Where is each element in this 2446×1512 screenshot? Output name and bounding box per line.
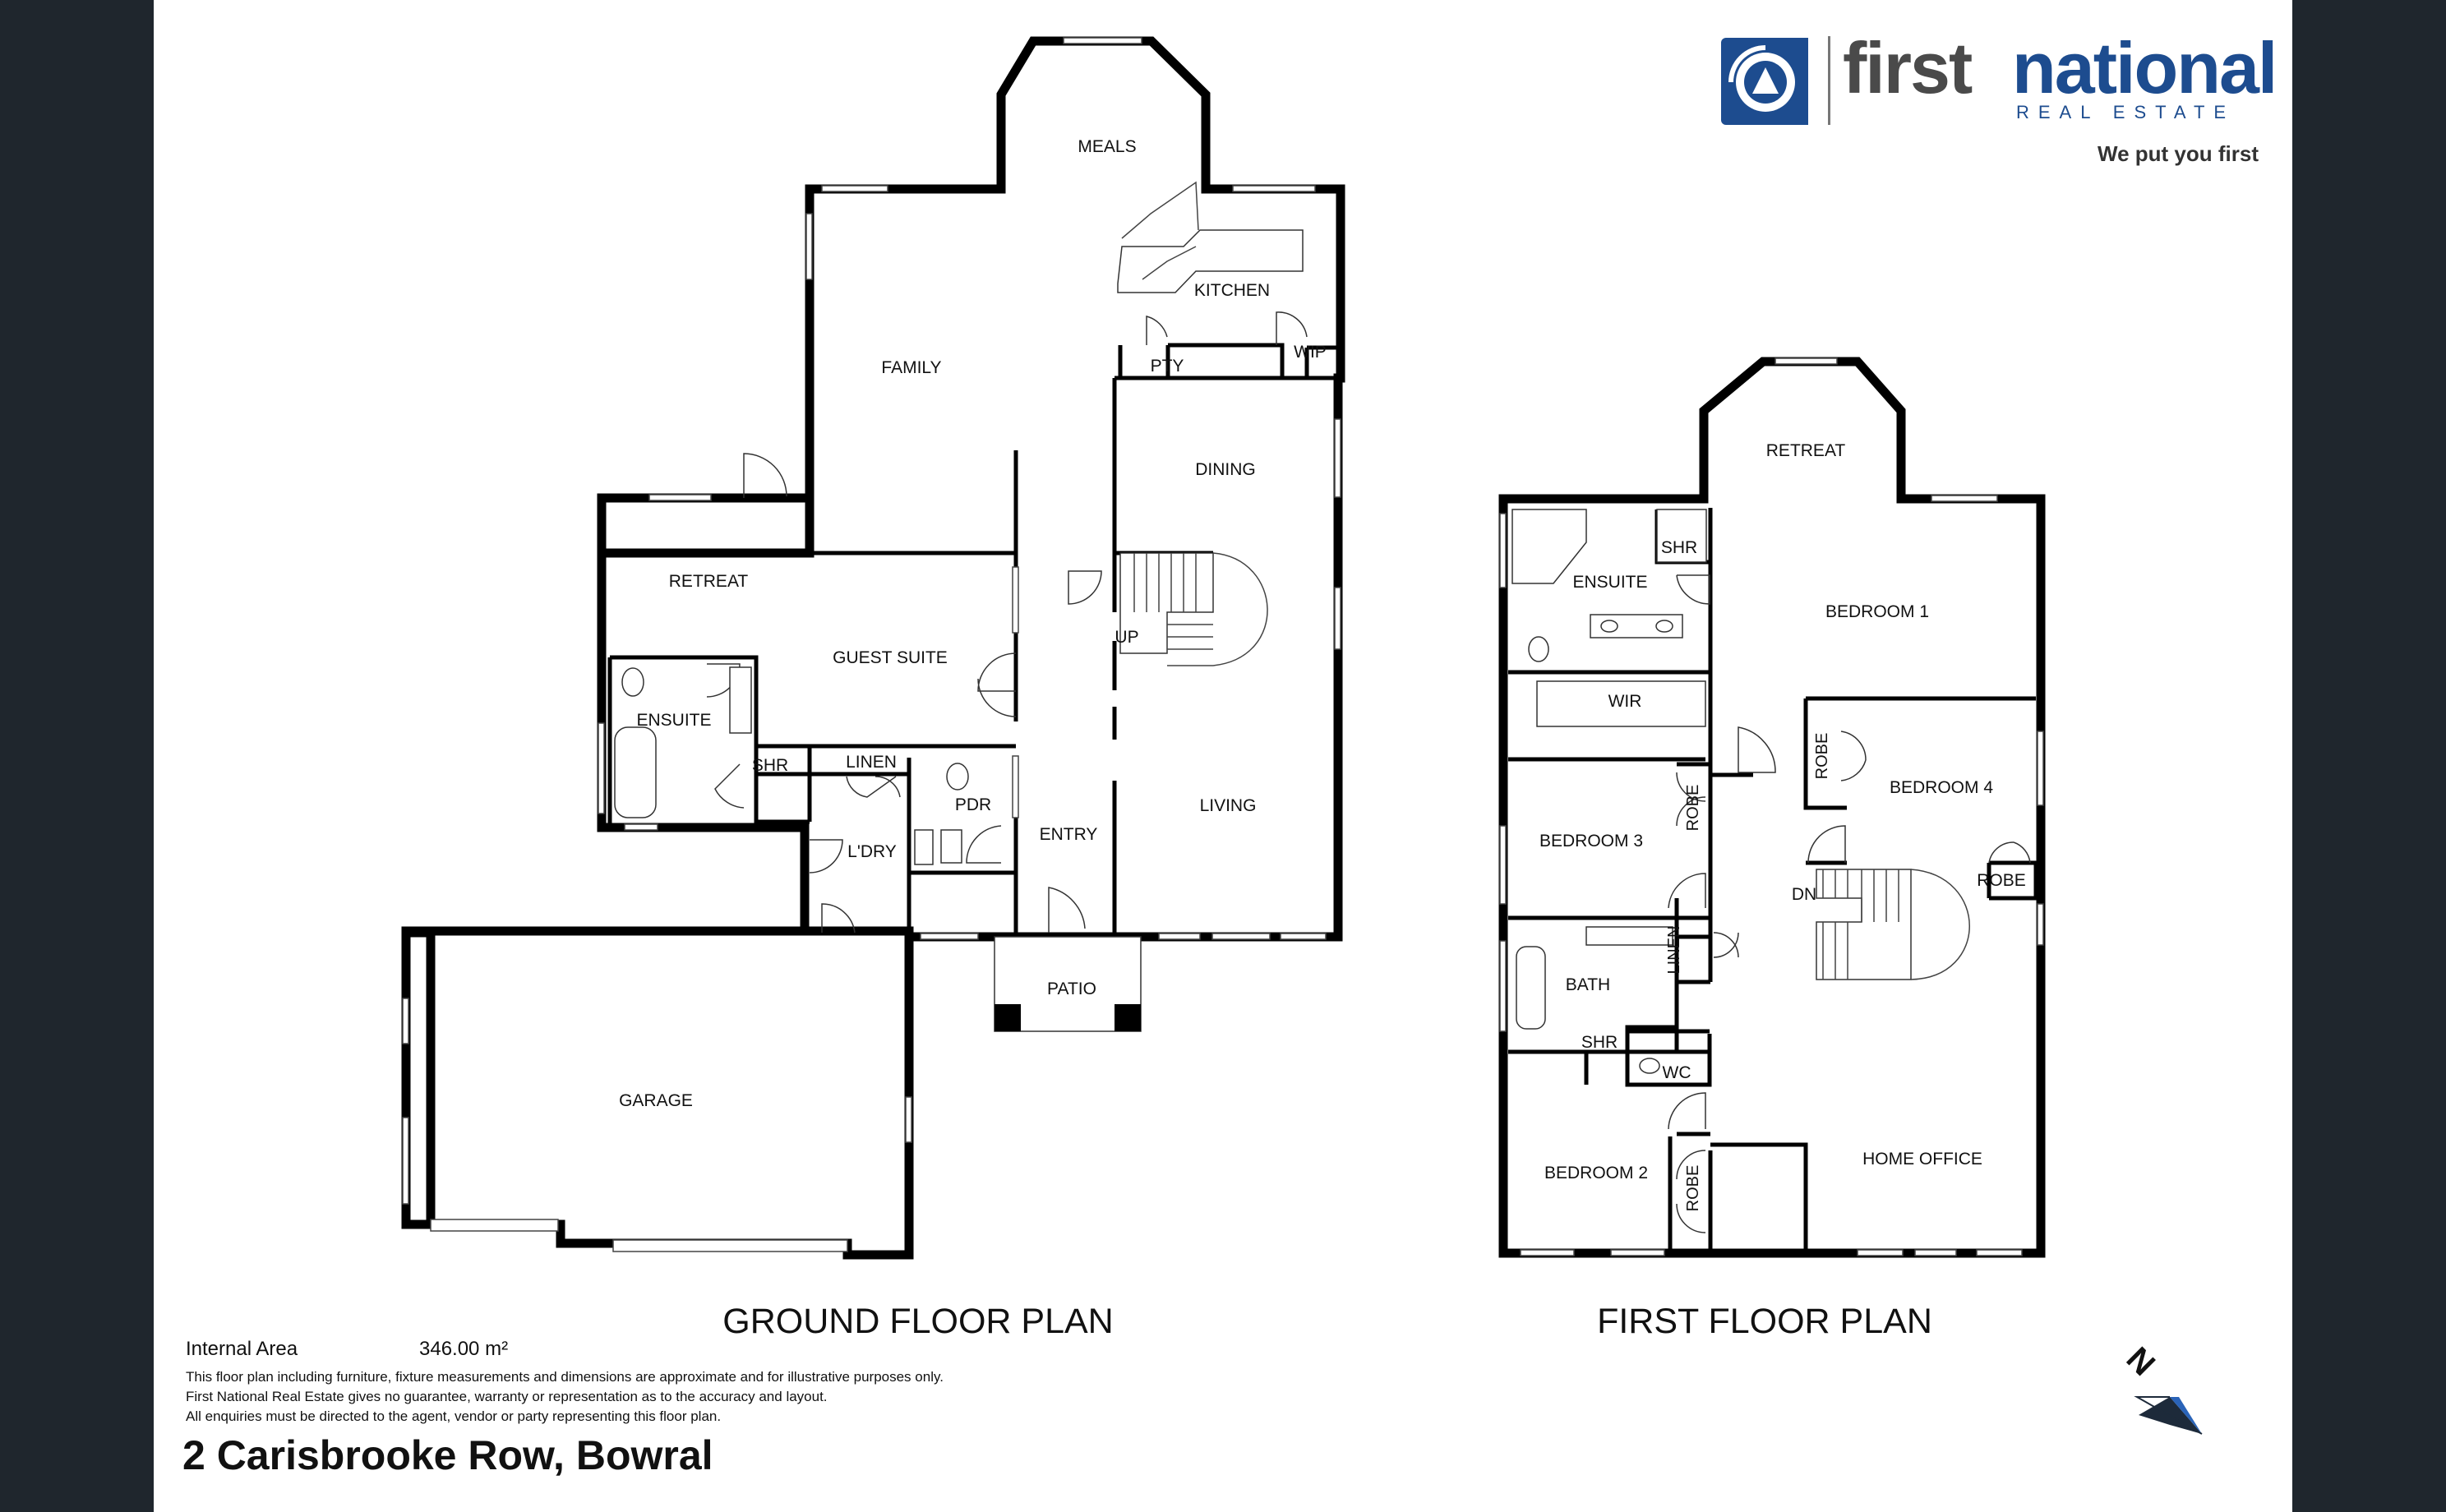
room-robe-bedroom-3: ROBE (1684, 785, 1702, 832)
room-bath: BATH (1566, 975, 1610, 994)
room-garage: GARAGE (619, 1091, 693, 1110)
room-laundry: L'DRY (847, 842, 897, 861)
room-family: FAMILY (881, 358, 941, 377)
disclaimer-line-2: First National Real Estate gives no guar… (186, 1389, 828, 1404)
room-retreat: RETREAT (669, 572, 749, 591)
ground-ensuite-vanity (729, 666, 752, 734)
brand-tagline: We put you first (2098, 141, 2259, 166)
patio-post-right (1115, 1004, 1141, 1031)
ground-floor-title: GROUND FLOOR PLAN (722, 1302, 1113, 1341)
room-robe-bedroom-2: ROBE (1684, 1165, 1702, 1212)
property-address: 2 Carisbrooke Row, Bowral (182, 1432, 713, 1478)
brand-subtitle: REAL ESTATE (2016, 102, 2236, 122)
room-pdr: PDR (955, 795, 991, 814)
ground-ensuite-bath (614, 726, 657, 818)
room-entry: ENTRY (1040, 825, 1098, 844)
room-patio: PATIO (1047, 980, 1096, 998)
room-wir: WIR (1608, 692, 1642, 711)
room-bedroom-3: BEDROOM 3 (1539, 832, 1643, 850)
room-robe-bedroom-4: ROBE (1813, 733, 1831, 780)
room-bedroom-2: BEDROOM 2 (1544, 1164, 1648, 1182)
window (821, 185, 888, 192)
room-first-retreat: RETREAT (1766, 441, 1846, 460)
disclaimer-line-1: This floor plan including furniture, fix… (186, 1369, 944, 1385)
ground-floor-plan: MEALS KITCHEN FAMILY PTY WIP DINING RETR… (401, 36, 1345, 1341)
brand-logo: first national REAL ESTATE We put you fi… (1716, 27, 2278, 181)
brand-national-text: national (2012, 27, 2278, 108)
compass-north-label: N (2120, 1340, 2162, 1383)
room-robe-right: ROBE (1977, 871, 2026, 890)
room-bedroom-4: BEDROOM 4 (1890, 778, 1993, 797)
first-floor-title: FIRST FLOOR PLAN (1597, 1302, 1932, 1341)
room-first-shr-2: SHR (1581, 1033, 1618, 1052)
room-home-office: HOME OFFICE (1862, 1150, 1982, 1169)
brand-first-text: first (1843, 27, 1973, 108)
room-wip: WIP (1294, 343, 1327, 362)
room-guest-suite: GUEST SUITE (833, 648, 948, 667)
room-first-linen: LINEN (1665, 926, 1683, 975)
internal-area-value: 346.00 m² (419, 1338, 509, 1360)
room-first-shr: SHR (1661, 538, 1697, 557)
room-linen: LINEN (846, 753, 897, 772)
brand-mark-icon (1721, 38, 1808, 125)
patio-post-left (995, 1004, 1021, 1031)
ground-outer-walls-main (805, 36, 1345, 942)
kitchen-bench (1117, 229, 1304, 293)
room-wc: WC (1663, 1063, 1691, 1082)
first-ensuite-bath (1511, 509, 1587, 584)
room-first-ensuite: ENSUITE (1572, 573, 1647, 592)
room-kitchen: KITCHEN (1194, 281, 1270, 300)
kitchen-bench-curve (1121, 181, 1199, 280)
room-living: LIVING (1200, 796, 1257, 815)
brand-divider (1828, 36, 1830, 125)
first-staircase (1816, 869, 1912, 980)
ground-ensuite-toilet (621, 667, 644, 697)
internal-area-label: Internal Area (186, 1338, 298, 1360)
ground-internal-walls (607, 343, 1341, 933)
first-floor-plan: RETREAT SHR ENSUITE BEDROOM 1 WIR ROBE B… (1498, 357, 2046, 1341)
first-bath-tub (1516, 946, 1546, 1030)
room-dining: DINING (1195, 460, 1256, 479)
first-internal-walls (1508, 508, 2038, 1249)
room-bedroom-1: BEDROOM 1 (1825, 602, 1929, 621)
room-ensuite: ENSUITE (636, 711, 711, 730)
disclaimer-line-3: All enquiries must be directed to the ag… (186, 1408, 722, 1424)
compass: N (2120, 1340, 2203, 1435)
stair-down-label: DN (1792, 885, 1816, 904)
stair-up-label: UP (1115, 628, 1138, 647)
room-meals: MEALS (1078, 137, 1136, 156)
room-shr: SHR (752, 756, 788, 775)
room-pty: PTY (1151, 357, 1184, 376)
